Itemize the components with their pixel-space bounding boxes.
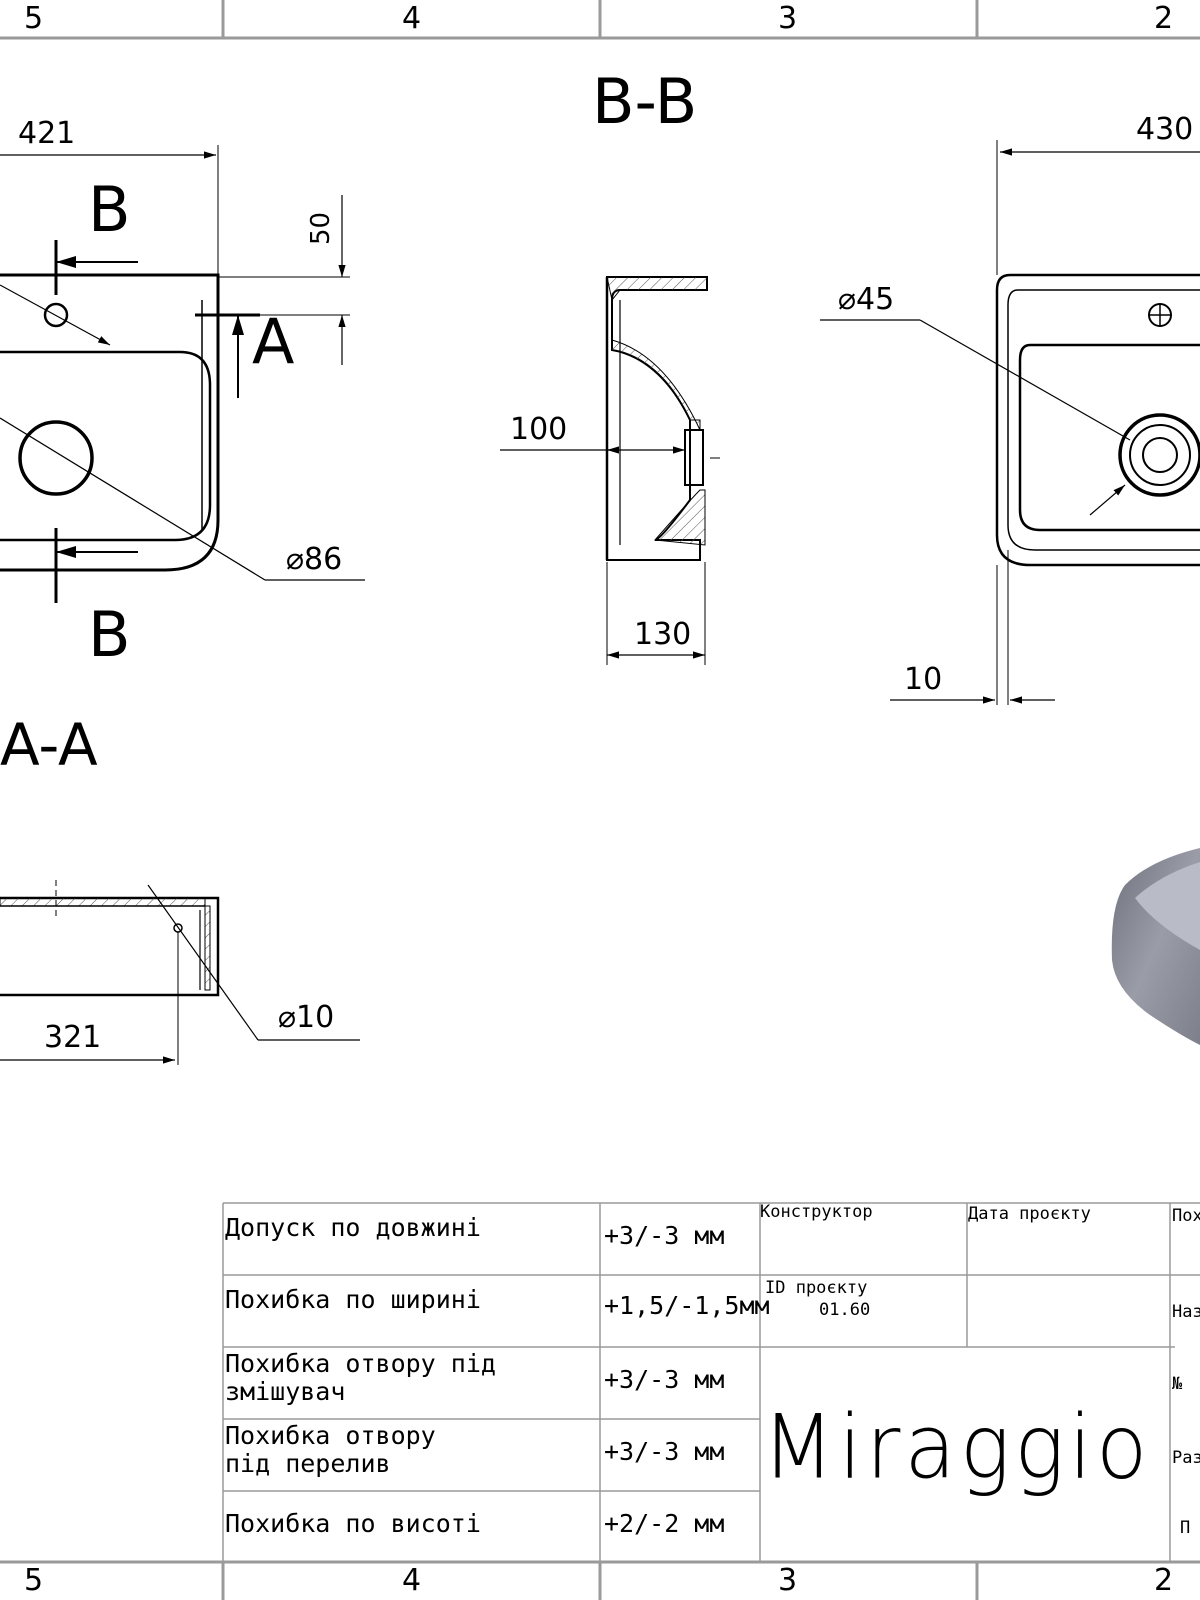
dim-drain-diameter: ⌀86 (286, 542, 343, 577)
title-block-grid (222, 1202, 1200, 1563)
tolerance-label: Допуск по довжині (225, 1213, 481, 1242)
tolerance-label: Похибка по висоті (225, 1509, 481, 1538)
tolerance-value: +3/-3 мм (604, 1221, 725, 1250)
cut-letter-b-top: B (88, 173, 131, 246)
dim-depth-top: 50 (306, 211, 336, 245)
tolerance-label: Похибка по ширині (225, 1285, 481, 1314)
zone-label-bottom-4: 4 (402, 1563, 422, 1598)
brand-logo: Miraggio (762, 1395, 1152, 1499)
dim-section-height: 130 (634, 617, 692, 652)
project-id-label: ID проєкту (765, 1278, 868, 1298)
title-col3-row3: № (1172, 1374, 1183, 1394)
section-aa-title: A-A (0, 711, 98, 779)
zone-label-top-4: 4 (402, 1, 422, 36)
tolerance-value: +3/-3 мм (604, 1437, 725, 1466)
dim-mixer-diameter: ⌀45 (838, 282, 895, 317)
tolerance-value: +2/-2 мм (604, 1509, 725, 1538)
section-aa-view (0, 880, 360, 1065)
zone-label-bottom-3: 3 (778, 1563, 798, 1598)
section-bb-title: B-B (592, 65, 698, 138)
tolerance-value: +1,5/-1,5мм (604, 1291, 770, 1320)
product-render (1111, 848, 1200, 1045)
tolerance-label: Похибка отвору під змішувач (225, 1349, 496, 1406)
dim-side-width: 430 (1136, 112, 1194, 147)
title-col3-row4: Раз (1172, 1448, 1200, 1468)
designer-label: Конструктор (760, 1202, 873, 1222)
tolerance-value: +3/-3 мм (604, 1365, 725, 1394)
tolerance-label: Похибка отвору під перелив (225, 1421, 436, 1478)
dim-overflow-length: 321 (44, 1020, 102, 1055)
title-col3-row5: П (1180, 1518, 1191, 1538)
project-id-value: 01.60 (819, 1300, 871, 1320)
cut-letter-b-bottom: B (88, 598, 131, 671)
cut-letter-a: A (252, 305, 295, 378)
dim-overflow-diameter: ⌀10 (278, 1000, 335, 1035)
zone-label-bottom-2: 2 (1154, 1563, 1174, 1598)
dim-width-front: 421 (18, 116, 76, 151)
zone-label-top-5: 5 (24, 1, 44, 36)
zone-label-top-2: 2 (1154, 1, 1174, 36)
project-date-label: Дата проєкту (968, 1204, 1091, 1224)
title-col3-row1: Пох (1172, 1206, 1200, 1226)
dim-wall: 10 (904, 662, 943, 697)
title-col3-row2: Наз (1172, 1302, 1200, 1322)
zone-label-top-3: 3 (778, 1, 798, 36)
side-view (820, 140, 1200, 705)
zone-label-bottom-5: 5 (24, 1563, 44, 1598)
front-view (0, 145, 365, 603)
section-bb-view (500, 276, 720, 665)
dim-section-depth: 100 (510, 412, 568, 447)
